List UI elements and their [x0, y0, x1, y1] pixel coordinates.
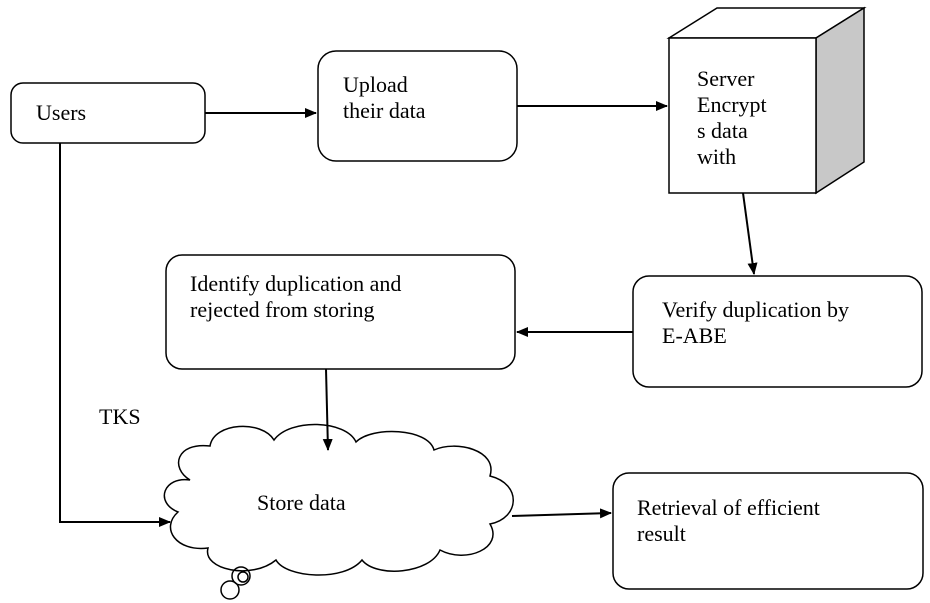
verify-label: Verify duplication by E-ABE: [662, 297, 849, 348]
server-label: Server Encrypt s data with: [697, 66, 767, 169]
identify-label: Identify duplication and rejected from s…: [190, 271, 402, 322]
edge-store-to-retrieval: [511, 508, 612, 519]
retrieval-label: Retrieval of efficient result: [637, 495, 820, 546]
edge-identify-to-store: [322, 368, 333, 451]
server-cube: [666, 6, 867, 195]
store-label: Store data: [257, 490, 346, 515]
store-cloud: [163, 423, 514, 600]
edge-server-to-verify: [742, 192, 758, 275]
upload-label: Upload their data: [343, 72, 426, 123]
tks-label: TKS: [99, 404, 141, 426]
identify-box: [165, 254, 516, 370]
users-label: Users: [36, 100, 87, 125]
edge-users-to-store: [59, 143, 171, 527]
retrieval-box: [612, 472, 924, 590]
